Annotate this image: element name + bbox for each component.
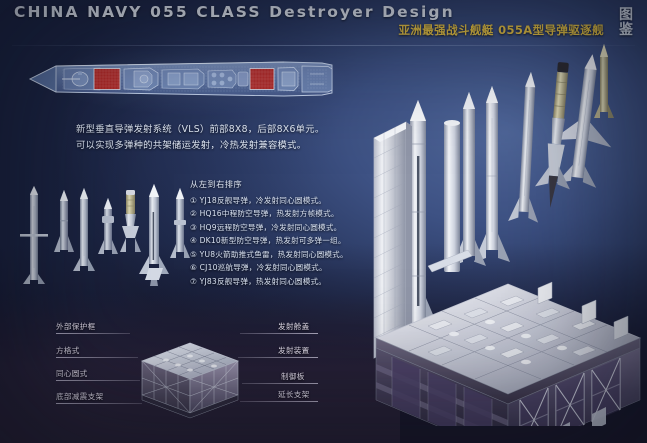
callout-left-line-2 bbox=[56, 357, 138, 358]
legend-item: ① YJ18反舰导弹，冷发射同心圆模式。 bbox=[190, 195, 327, 205]
vls-description: 新型垂直导弹发射系统（VLS）前部8X8，后部8X6单元。 可以实现多弹种的共架… bbox=[76, 122, 366, 154]
render-upright-panels bbox=[537, 281, 629, 341]
ship-glow bbox=[18, 42, 378, 116]
poster-header: CHINA NAVY 055 CLASS Destroyer Design 亚洲… bbox=[0, 0, 647, 46]
render-vls-tower bbox=[373, 121, 412, 359]
render-hatch-blocks bbox=[427, 295, 597, 359]
render-loose-bar bbox=[427, 249, 473, 273]
callout-right-3: 制御板 bbox=[281, 372, 305, 381]
vls-block-aft bbox=[249, 68, 275, 90]
callout-left-4: 底部减震支架 bbox=[56, 392, 104, 401]
callout-left-2: 方格式 bbox=[56, 346, 80, 355]
vls-block-forward bbox=[93, 68, 121, 90]
missile-4-dk10 bbox=[98, 198, 118, 254]
missile-5-yu8 bbox=[120, 190, 141, 252]
page-title: CHINA NAVY 055 CLASS Destroyer Design bbox=[14, 3, 455, 21]
missile-1-yj18 bbox=[20, 186, 48, 284]
callout-right-1: 发射舱盖 bbox=[278, 322, 310, 331]
legend-item: ③ HQ9远程防空导弹，冷发射同心圆模式。 bbox=[190, 222, 342, 232]
legend-heading: 从左到右排序 bbox=[190, 179, 243, 189]
missile-lineup-svg bbox=[20, 184, 190, 286]
callout-right-line-3 bbox=[242, 383, 318, 384]
legend-item: ⑦ YJ83反舰导弹，热发射同心圆模式。 bbox=[190, 276, 327, 286]
cutaway-callouts: 外部保护框 方格式 同心圆式 底部减震支架 发射舱盖 发射装置 制御板 延长支架 bbox=[0, 313, 380, 443]
header-divider bbox=[12, 45, 635, 46]
render-missile-center-a bbox=[474, 86, 510, 262]
vls-3d-render bbox=[368, 26, 647, 443]
legend-item: ⑤ YU8火箭助推式鱼雷，热发射同心圆模式。 bbox=[190, 249, 348, 259]
legend-item: ⑥ CJ10巡航导弹，冷发射同心圆模式。 bbox=[190, 263, 327, 272]
render-missile-yu8 bbox=[535, 62, 570, 208]
callout-right-line-2 bbox=[238, 357, 318, 358]
callout-right-line-1 bbox=[240, 333, 318, 334]
missile-6-cj10 bbox=[139, 184, 169, 286]
missile-legend-list: 从左到右排序 ① YJ18反舰导弹，冷发射同心圆模式。 ② HQ16中程防空导弹… bbox=[190, 178, 365, 288]
publisher-logo: 图 鉴 bbox=[611, 4, 641, 42]
render-missile-hq9 bbox=[508, 71, 539, 223]
page-subtitle: 亚洲最强战斗舰艇 055A型导弹驱逐舰 bbox=[398, 23, 604, 37]
description-line-2: 可以实现多弹种的共架储运发射，冷热发射兼容模式。 bbox=[76, 140, 307, 151]
missile-3-hq9 bbox=[73, 188, 95, 271]
legend-item: ④ DK10新型防空导弹，热发射可多弹一组。 bbox=[190, 236, 346, 245]
logo-char-top: 图 bbox=[619, 7, 633, 23]
logo-char-bottom: 鉴 bbox=[619, 22, 633, 38]
ship-topdown-blueprint bbox=[18, 42, 378, 116]
description-line-1: 新型垂直导弹发射系统（VLS）前部8X8，后部8X6单元。 bbox=[76, 124, 325, 135]
render-canister-blunt bbox=[444, 120, 460, 272]
callout-right-2: 发射装置 bbox=[278, 346, 310, 355]
missile-lineup bbox=[18, 176, 194, 288]
callout-left-line-4 bbox=[56, 403, 142, 404]
vls-cutaway-module bbox=[128, 339, 246, 425]
vls-cutaway-svg bbox=[141, 342, 239, 419]
callout-left-1: 外部保护框 bbox=[56, 322, 96, 331]
render-missile-khaki-far bbox=[594, 44, 614, 118]
missile-2-hq16 bbox=[54, 190, 74, 252]
render-deck-top bbox=[374, 281, 642, 395]
missile-7-yj83 bbox=[170, 188, 190, 258]
callout-left-line-1 bbox=[56, 333, 130, 334]
ship-svg bbox=[28, 61, 333, 97]
vls-3d-svg bbox=[373, 44, 642, 443]
callout-left-line-3 bbox=[56, 380, 140, 381]
legend-item: ② HQ16中程防空导弹，热发射方帧模式。 bbox=[190, 209, 339, 218]
callout-right-line-4 bbox=[240, 401, 318, 402]
callout-right-4: 延长支架 bbox=[278, 390, 310, 399]
callout-left-3: 同心圆式 bbox=[56, 369, 88, 378]
